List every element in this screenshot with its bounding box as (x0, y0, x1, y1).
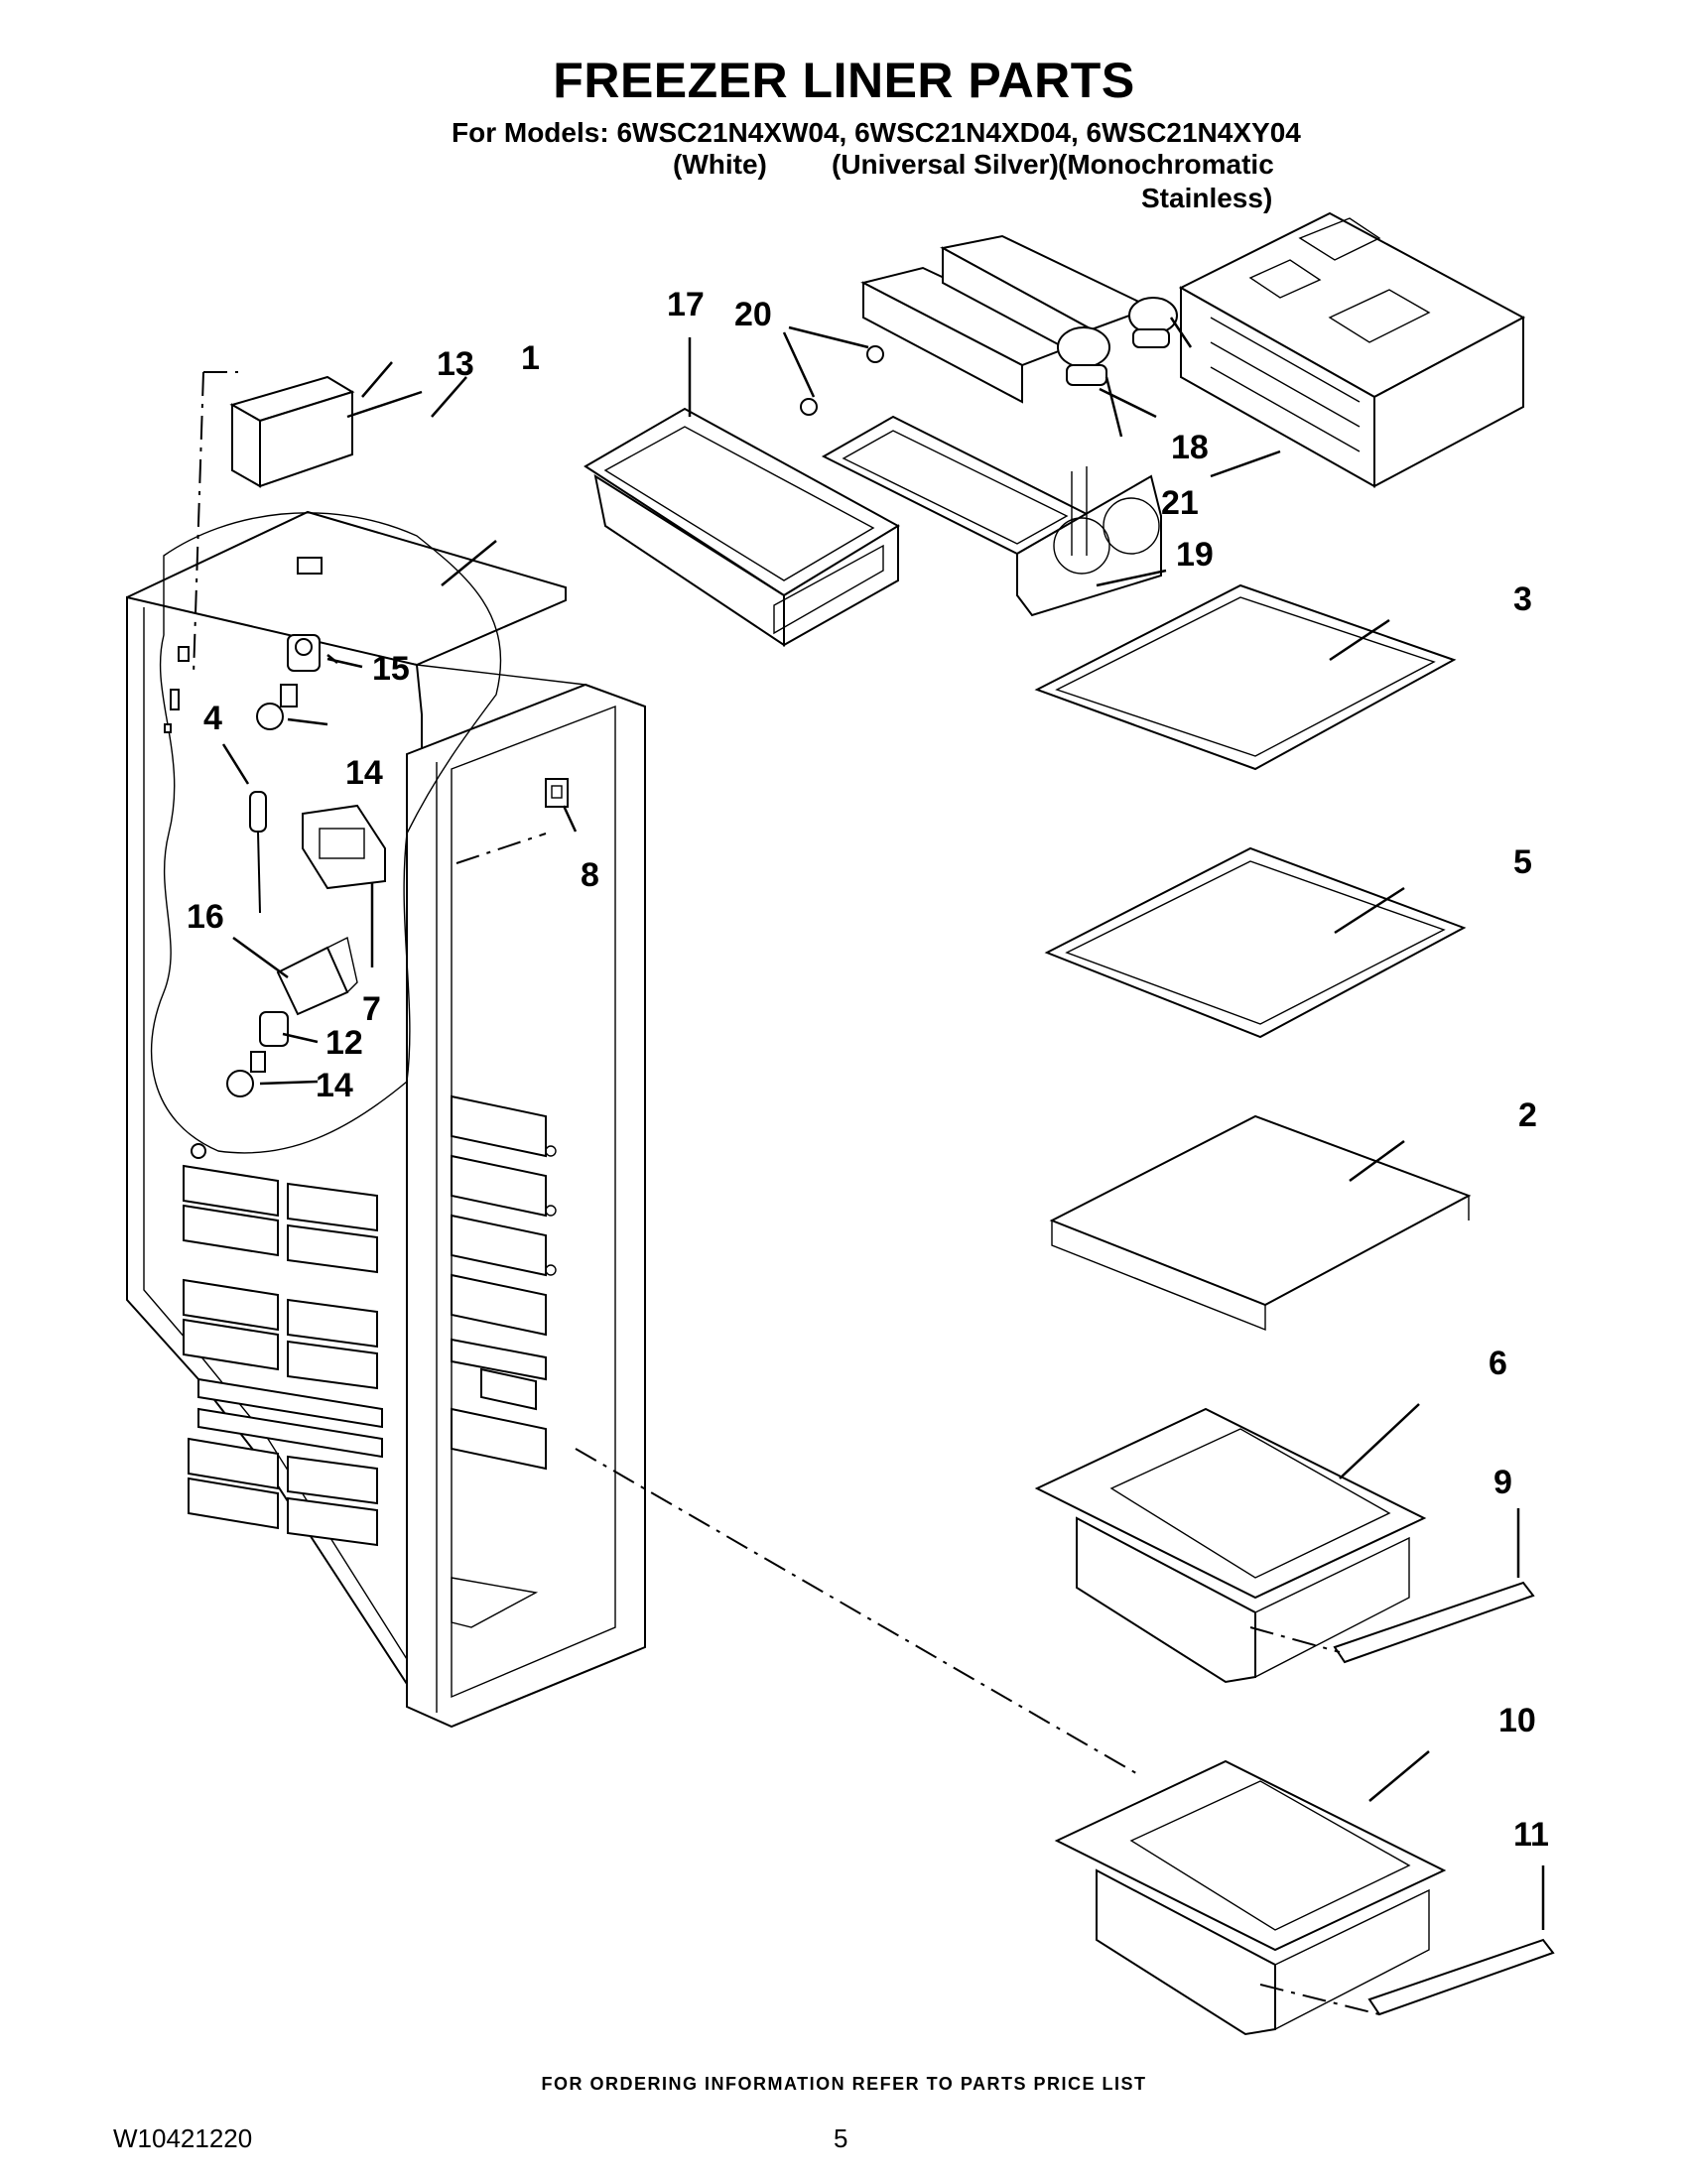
callout-14-lower: 14 (316, 1067, 353, 1104)
part-5-shelf (1044, 846, 1467, 1039)
part-16-bracket (276, 936, 358, 1016)
callout-9: 9 (1493, 1464, 1512, 1501)
variant-mono-cont: Stainless) (1141, 183, 1273, 213)
part-7-housing (302, 804, 386, 890)
freezer-liner (126, 510, 646, 1729)
variant-silver: (Universal Silver) (832, 149, 1059, 180)
callout-15: 15 (372, 650, 410, 688)
models-line: For Models: 6WSC21N4XW04, 6WSC21N4XD04, … (452, 117, 1301, 148)
part-12-socket (259, 1011, 289, 1047)
callout-13: 13 (437, 345, 474, 383)
part-14-bulb (256, 684, 298, 730)
callout-4: 4 (203, 700, 222, 737)
page-number: 5 (834, 2123, 848, 2153)
callout-20: 20 (734, 296, 772, 333)
callout-21: 21 (1161, 484, 1199, 522)
part-3-shelf (1034, 583, 1457, 771)
part-18-ice-trays (860, 234, 1178, 404)
part-14-bulb-lower (226, 1051, 266, 1097)
part-9-rail (1333, 1581, 1535, 1664)
callout-1: 1 (521, 339, 540, 377)
callout-8: 8 (581, 856, 599, 894)
part-6-drawer (1034, 1407, 1427, 1684)
variant-mono: (Monochromatic (1058, 149, 1274, 180)
variant-white: (White) (673, 149, 767, 180)
callout-5: 5 (1513, 843, 1532, 881)
document-number: W10421220 (113, 2123, 253, 2153)
part-10-drawer (1054, 1759, 1447, 2036)
part-20-springs (800, 345, 884, 416)
part-11-rail (1367, 1938, 1555, 2016)
callout-7: 7 (362, 990, 381, 1028)
part-8-switch (545, 778, 569, 808)
part-4-probe (249, 791, 267, 914)
part-2-shelf (1049, 1114, 1472, 1332)
callout-3: 3 (1513, 580, 1532, 618)
page-title: FREEZER LINER PARTS (553, 53, 1135, 108)
part-15-socket (287, 634, 321, 672)
callout-11: 11 (1513, 1816, 1549, 1854)
callout-16: 16 (187, 898, 224, 936)
callout-17: 17 (667, 286, 705, 323)
callout-14: 14 (345, 754, 383, 792)
part-17-ice-bin (584, 407, 900, 647)
callout-18: 18 (1171, 429, 1209, 466)
ordering-note: FOR ORDERING INFORMATION REFER TO PARTS … (541, 2074, 1147, 2094)
part-21-housing (1178, 211, 1526, 488)
callout-2: 2 (1518, 1096, 1537, 1134)
part-13-cover (229, 375, 355, 488)
callout-12: 12 (325, 1024, 363, 1062)
callout-19: 19 (1176, 536, 1214, 574)
callout-6: 6 (1489, 1345, 1507, 1382)
callout-10: 10 (1498, 1702, 1536, 1739)
